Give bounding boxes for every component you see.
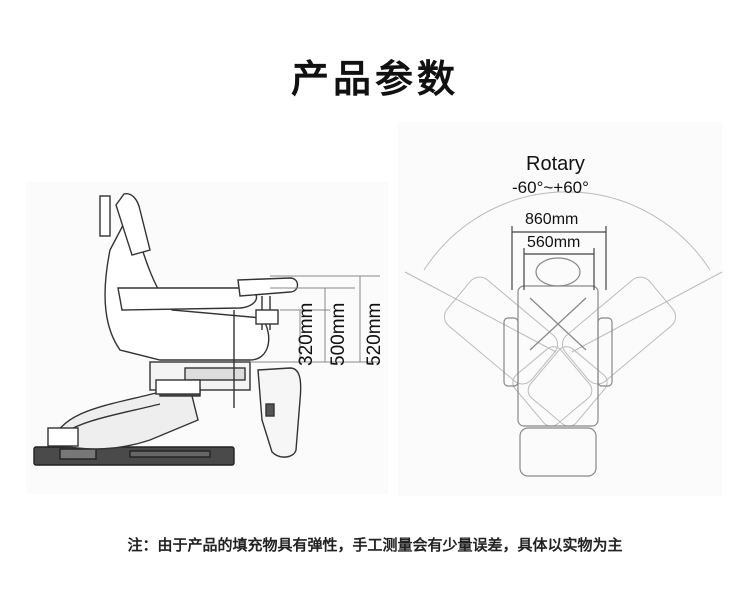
rotary-label: Rotary	[526, 153, 585, 175]
width-outer-label: 860mm	[525, 211, 579, 228]
width-inner-label: 560mm	[527, 234, 581, 251]
top-view-panel	[398, 122, 722, 496]
page-title: 产品参数	[290, 57, 459, 101]
rotary-range-label: -60°~+60°	[512, 178, 589, 197]
disclaimer-note: 注：由于产品的填充物具有弹性，手工测量会有少量误差，具体以实物为主	[127, 536, 623, 554]
